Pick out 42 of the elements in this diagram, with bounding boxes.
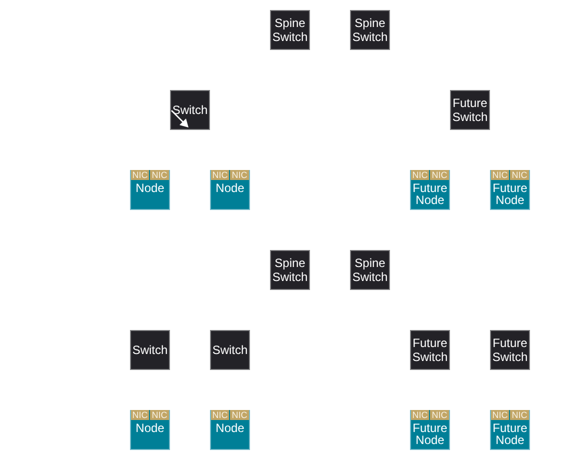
compute-node-box <box>210 170 250 210</box>
switch-box: Future Switch <box>490 330 530 370</box>
nic-tag: NIC <box>230 170 249 180</box>
switch-box: Switch <box>210 330 250 370</box>
compute-node-box <box>130 410 170 450</box>
nic-tag: NIC <box>430 410 449 420</box>
nic-tag: NIC <box>150 170 169 180</box>
switch-box: Switch <box>170 90 210 130</box>
switch-box: Future Switch <box>410 330 450 370</box>
node-label: Future Node <box>412 182 448 206</box>
switch-box: Future Switch <box>450 90 490 130</box>
switch-box: Spine Switch <box>270 250 310 290</box>
nic-tag: NIC <box>230 410 249 420</box>
switch-box: Switch <box>130 330 170 370</box>
nic-tag: NIC <box>491 410 509 420</box>
compute-node-box <box>410 410 450 450</box>
switch-box: Spine Switch <box>350 250 390 290</box>
compute-node-box <box>410 170 450 210</box>
nic-tag: NIC <box>411 410 429 420</box>
node-label: Node <box>214 422 246 434</box>
nic-tag: NIC <box>211 410 229 420</box>
nic-tag: NIC <box>411 170 429 180</box>
compute-node-box <box>130 170 170 210</box>
node-label: Node <box>134 182 166 194</box>
nic-tag: NIC <box>510 170 529 180</box>
compute-node-box <box>490 170 530 210</box>
node-label: Future Node <box>492 422 528 446</box>
node-label: Future Node <box>412 422 448 446</box>
nic-tag: NIC <box>510 410 529 420</box>
nic-tag: NIC <box>131 170 149 180</box>
compute-node-box <box>210 410 250 450</box>
nic-tag: NIC <box>430 170 449 180</box>
nic-tag: NIC <box>491 170 509 180</box>
nic-tag: NIC <box>131 410 149 420</box>
compute-node-box <box>490 410 530 450</box>
node-label: Future Node <box>492 182 528 206</box>
switch-box: Spine Switch <box>270 10 310 50</box>
switch-box: Spine Switch <box>350 10 390 50</box>
nic-tag: NIC <box>211 170 229 180</box>
node-label: Node <box>214 182 246 194</box>
nic-tag: NIC <box>150 410 169 420</box>
node-label: Node <box>134 422 166 434</box>
